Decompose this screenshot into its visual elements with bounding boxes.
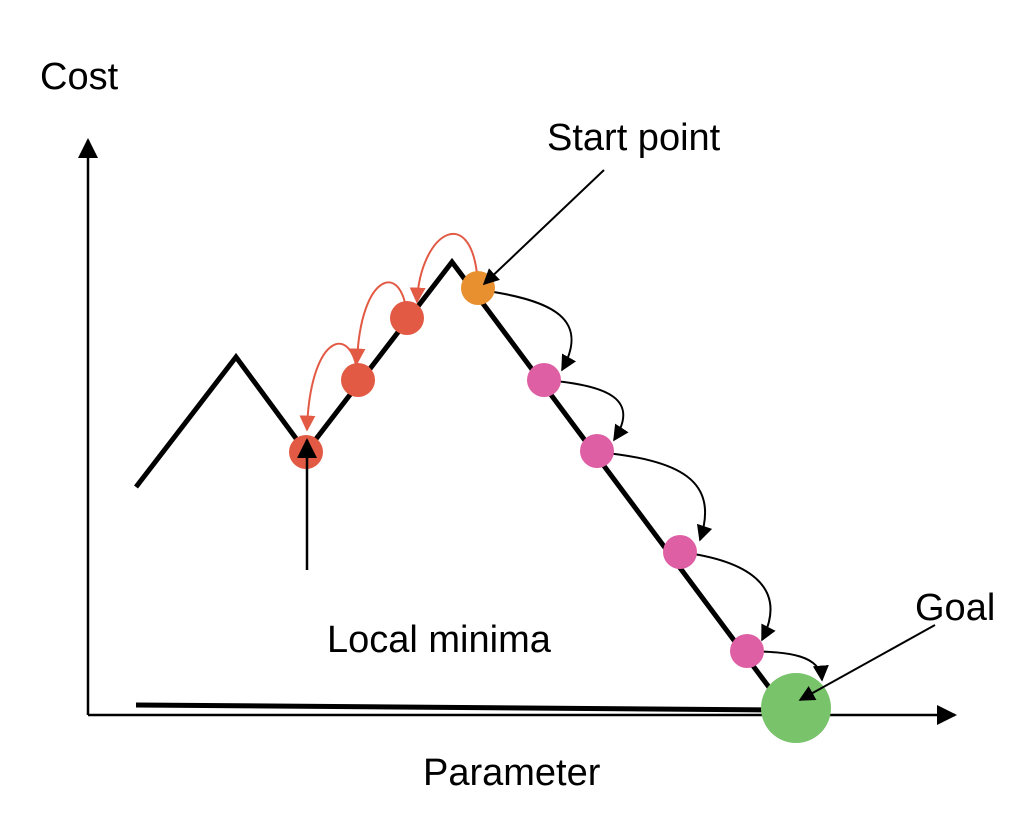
y-axis-label: Cost — [40, 56, 119, 98]
start-point — [461, 271, 495, 305]
start-point-pointer — [482, 169, 605, 286]
downhill-step-point — [730, 634, 764, 668]
downhill-step-arrow — [543, 379, 629, 442]
start-point-label: Start point — [547, 117, 721, 159]
downhill-step-point — [527, 363, 561, 397]
uphill-step-point — [341, 363, 375, 397]
goal-label: Goal — [915, 587, 995, 629]
uphill-step-arrow — [299, 342, 359, 432]
downhill-step-point — [663, 535, 697, 569]
goal-pointer — [798, 624, 936, 701]
x-axis-label: Parameter — [423, 752, 601, 794]
cost-curve — [134, 257, 792, 713]
uphill-step-point — [390, 301, 424, 335]
goal-point — [761, 673, 831, 743]
downhill-step-point — [580, 434, 614, 468]
uphill-step-arrow — [409, 233, 479, 304]
downhill-step-arrow — [479, 289, 577, 372]
downhill-step-arrow — [679, 551, 776, 642]
downhill-step-arrow — [596, 451, 713, 542]
local-minima-label: Local minima — [327, 619, 552, 661]
